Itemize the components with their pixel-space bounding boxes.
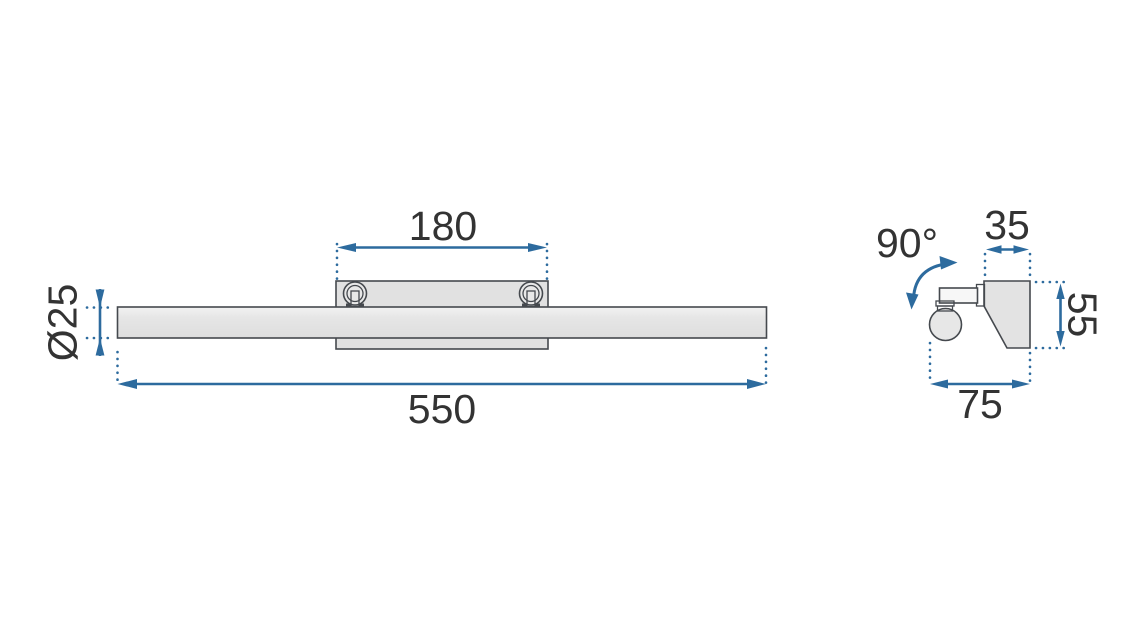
tube-clamp-right — [518, 281, 544, 308]
arrowhead-top — [95, 289, 105, 308]
clamp-foot-left — [522, 303, 527, 308]
lamp-tube — [116, 306, 768, 339]
arrowhead-right — [528, 243, 547, 252]
clamp-screw — [526, 290, 536, 308]
dimension-label-depth: 75 — [957, 381, 1003, 427]
arrowhead-left — [337, 243, 356, 252]
lamp-arm — [938, 287, 979, 304]
dimension-label-overall-length: 550 — [408, 386, 476, 432]
dimension-label-tube-diameter: Ø25 — [39, 284, 85, 362]
arrowhead-right — [747, 379, 766, 389]
wall-bracket-body — [983, 280, 1031, 349]
dimension-label-bracket-width: 180 — [409, 203, 477, 249]
clamp-ring-inner — [346, 284, 364, 303]
arrowhead-bottom — [95, 338, 105, 356]
arrowhead-right — [1012, 379, 1030, 389]
dimension-height: 55 — [1034, 280, 1106, 350]
dimension-plate-width: 35 — [983, 202, 1032, 280]
clamp-foot-right — [359, 303, 364, 308]
dimension-label-plate-width: 35 — [984, 202, 1030, 248]
arrowhead-bottom — [1056, 331, 1065, 347]
front-view — [116, 280, 768, 350]
ball-joint-collar-lower — [936, 305, 954, 312]
dimension-label-height: 55 — [1060, 292, 1106, 338]
swivel-ball — [928, 307, 963, 342]
side-view — [928, 280, 1031, 349]
rotation-indicator: 90° — [876, 220, 958, 310]
dimension-bracket-width: 180 — [335, 203, 549, 281]
arrowhead-top — [1056, 283, 1065, 299]
rotation-arrowhead-upper — [939, 256, 958, 270]
dimension-depth: 75 — [928, 341, 1032, 427]
clamp-ring-inner — [522, 284, 540, 303]
dimension-tube-diameter: Ø25 — [39, 284, 114, 362]
tube-clamp-left — [342, 281, 368, 308]
arrowhead-left — [986, 245, 1002, 254]
clamp-screw — [350, 290, 360, 308]
clamp-foot-left — [346, 303, 351, 308]
arrowhead-left — [117, 379, 137, 389]
rotation-arrowhead-lower — [906, 292, 919, 310]
arrowhead-right — [1013, 245, 1029, 254]
clamp-foot-right — [535, 303, 540, 308]
arrowhead-left — [930, 379, 948, 389]
rotation-angle-label: 90° — [876, 220, 938, 266]
dimension-overall-length: 550 — [116, 346, 768, 432]
